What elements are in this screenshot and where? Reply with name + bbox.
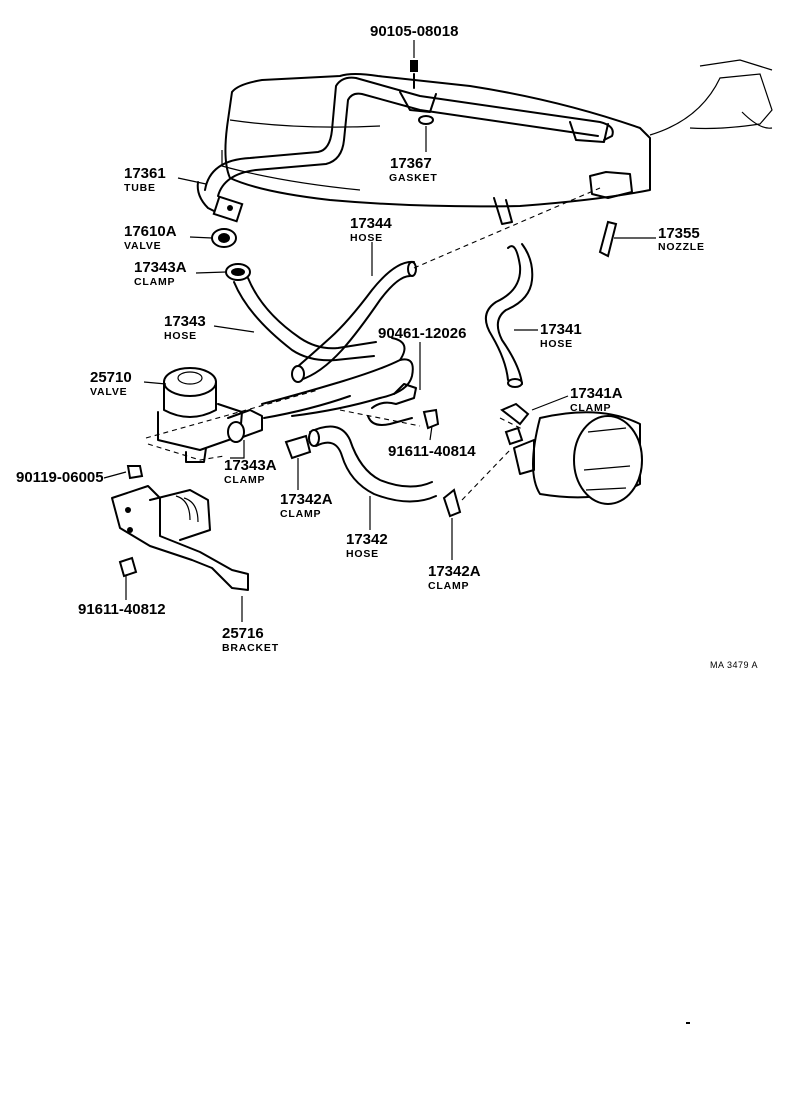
callout-17355: 17355 NOZZLE bbox=[658, 225, 705, 253]
callout-17344: 17344 HOSE bbox=[350, 215, 392, 244]
svg-text:17342A: 17342A bbox=[280, 491, 333, 508]
svg-text:17342: 17342 bbox=[346, 531, 388, 548]
air-valve bbox=[157, 367, 263, 463]
svg-text:VALVE: VALVE bbox=[124, 240, 161, 252]
svg-text:17367: 17367 bbox=[390, 155, 432, 172]
callout-91611-40814: 91611-40814 bbox=[388, 443, 476, 460]
callout-91611-40812: 91611-40812 bbox=[78, 601, 166, 618]
hoses bbox=[233, 243, 534, 503]
svg-text:17344: 17344 bbox=[350, 215, 392, 232]
svg-text:17341: 17341 bbox=[540, 321, 582, 338]
callout-17342a-right: 17342A CLAMP bbox=[428, 563, 481, 592]
callout-17341a: 17341A CLAMP bbox=[570, 385, 623, 414]
air-cleaner-housing bbox=[204, 59, 773, 225]
figure-reference: MA 3479 A bbox=[710, 660, 758, 670]
callout-17342a-left: 17342A CLAMP bbox=[280, 491, 333, 520]
svg-text:HOSE: HOSE bbox=[350, 232, 383, 244]
svg-text:GASKET: GASKET bbox=[389, 172, 438, 184]
callout-17343a-top: 17343A CLAMP bbox=[134, 259, 187, 288]
clamps bbox=[284, 383, 530, 518]
svg-text:17342A: 17342A bbox=[428, 563, 481, 580]
svg-text:NOZZLE: NOZZLE bbox=[658, 241, 705, 253]
svg-text:91611-40812: 91611-40812 bbox=[78, 601, 166, 618]
svg-text:17343A: 17343A bbox=[134, 259, 187, 276]
svg-text:CLAMP: CLAMP bbox=[280, 508, 321, 520]
callout-25710: 25710 VALVE bbox=[90, 369, 132, 398]
svg-text:90105-08018: 90105-08018 bbox=[370, 23, 458, 40]
callout-17361: 17361 TUBE bbox=[124, 165, 166, 194]
svg-text:CLAMP: CLAMP bbox=[570, 402, 611, 414]
callout-17343a-bottom: 17343A CLAMP bbox=[224, 457, 277, 486]
callout-25716: 25716 BRACKET bbox=[222, 625, 279, 654]
nozzle bbox=[598, 220, 618, 258]
svg-text:CLAMP: CLAMP bbox=[134, 276, 175, 288]
svg-text:HOSE: HOSE bbox=[540, 338, 573, 350]
callout-17610a: 17610A VALVE bbox=[124, 223, 177, 252]
stray-mark bbox=[686, 1022, 690, 1024]
svg-text:CLAMP: CLAMP bbox=[224, 474, 265, 486]
svg-text:17341A: 17341A bbox=[570, 385, 623, 402]
svg-text:17343A: 17343A bbox=[224, 457, 277, 474]
filter-canister bbox=[513, 411, 643, 505]
svg-text:TUBE: TUBE bbox=[124, 182, 156, 194]
svg-text:25716: 25716 bbox=[222, 625, 264, 642]
svg-text:CLAMP: CLAMP bbox=[428, 580, 469, 592]
leader-lines bbox=[103, 40, 656, 622]
callout-17343: 17343 HOSE bbox=[164, 313, 206, 342]
svg-text:90119-06005: 90119-06005 bbox=[16, 469, 104, 486]
svg-text:17355: 17355 bbox=[658, 225, 700, 242]
svg-text:VALVE: VALVE bbox=[90, 386, 127, 398]
svg-text:17343: 17343 bbox=[164, 313, 206, 330]
callout-90119: 90119-06005 bbox=[16, 469, 104, 486]
svg-text:25710: 25710 bbox=[90, 369, 132, 386]
bracket bbox=[111, 465, 249, 591]
svg-text:17610A: 17610A bbox=[124, 223, 177, 240]
callout-17367: 17367 GASKET bbox=[389, 155, 438, 184]
assembly-lines bbox=[145, 187, 601, 501]
svg-text:17361: 17361 bbox=[124, 165, 166, 182]
callout-90105: 90105-08018 bbox=[370, 23, 458, 40]
svg-text:91611-40814: 91611-40814 bbox=[388, 443, 476, 460]
svg-text:HOSE: HOSE bbox=[164, 330, 197, 342]
callout-90461: 90461-12026 bbox=[378, 325, 466, 342]
pcv-valve-assembly bbox=[196, 181, 251, 281]
svg-text:90461-12026: 90461-12026 bbox=[378, 325, 466, 342]
callout-17342: 17342 HOSE bbox=[346, 531, 388, 560]
callout-17341: 17341 HOSE bbox=[540, 321, 582, 350]
svg-text:BRACKET: BRACKET bbox=[222, 642, 279, 654]
svg-text:HOSE: HOSE bbox=[346, 548, 379, 560]
